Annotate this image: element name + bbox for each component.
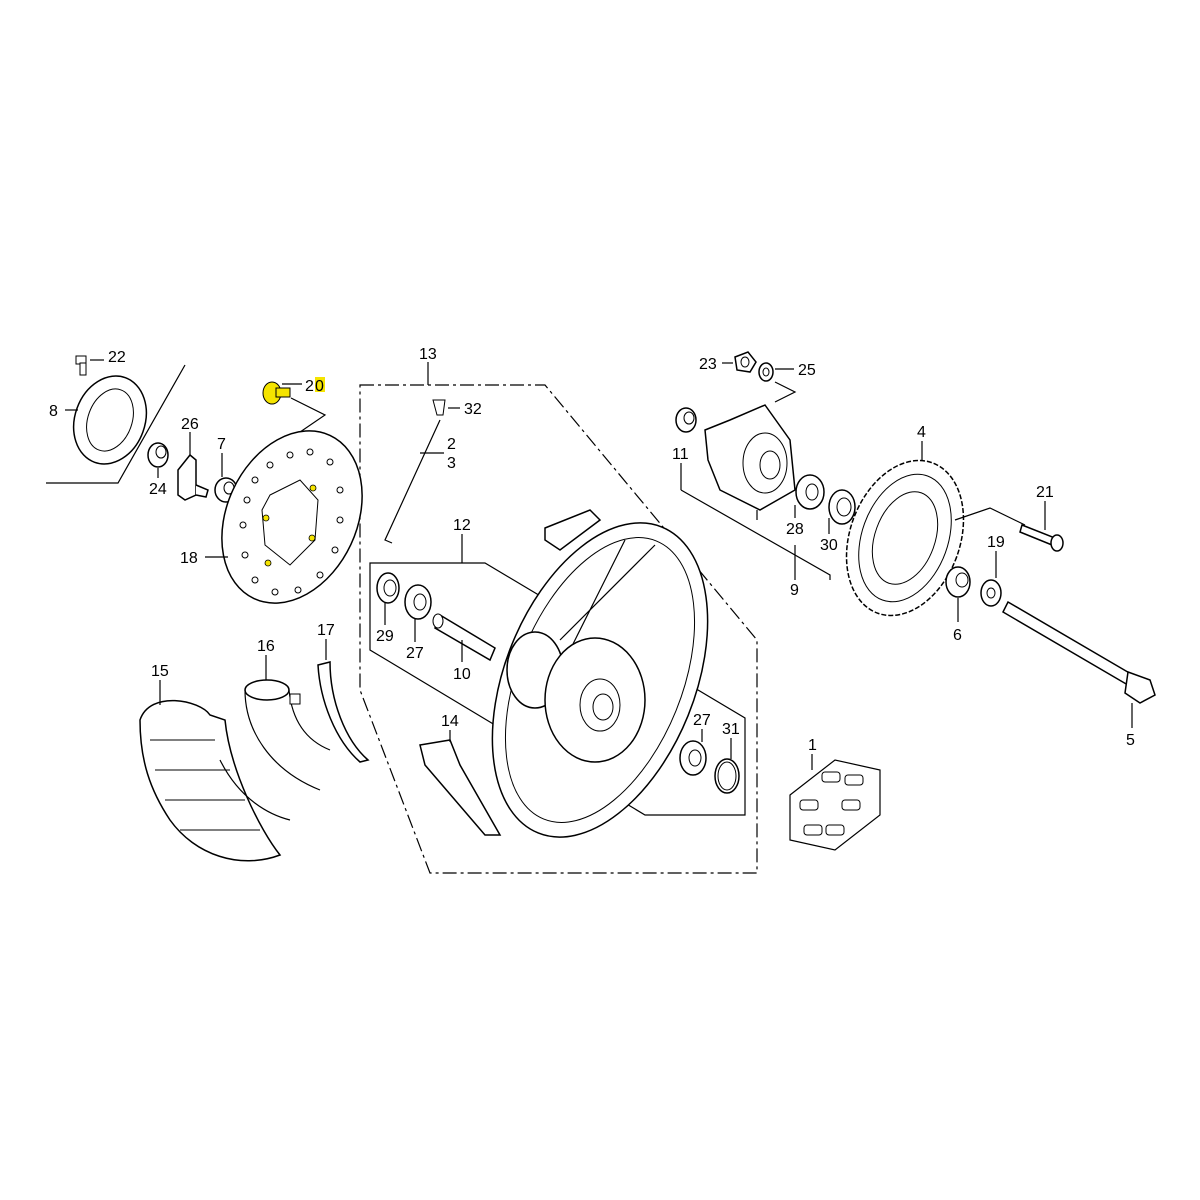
part-24-collar[interactable] bbox=[147, 442, 169, 478]
part-22-bolt[interactable] bbox=[75, 355, 104, 376]
group-frame-hub bbox=[369, 562, 746, 816]
part-29-dust-seal[interactable] bbox=[376, 572, 400, 625]
label-1: 1 bbox=[808, 737, 817, 754]
part-17-rim-band[interactable] bbox=[317, 639, 370, 763]
part-27-bearing-right[interactable] bbox=[679, 729, 707, 776]
part-23-nut[interactable] bbox=[722, 351, 757, 373]
part-21-sprocket-bolt[interactable] bbox=[1019, 501, 1064, 552]
label-18: 18 bbox=[180, 550, 198, 567]
label-7: 7 bbox=[217, 436, 226, 453]
part-13-spoke[interactable] bbox=[384, 362, 460, 544]
label-22: 22 bbox=[108, 349, 126, 366]
label-2: 2 bbox=[447, 436, 456, 453]
label-19: 19 bbox=[987, 534, 1005, 551]
label-17: 17 bbox=[317, 622, 335, 639]
label-26: 26 bbox=[181, 416, 199, 433]
part-18-brake-disc[interactable] bbox=[195, 408, 389, 626]
label-21: 21 bbox=[1036, 484, 1054, 501]
label-15: 15 bbox=[151, 663, 169, 680]
label-11: 11 bbox=[672, 446, 689, 463]
label-24: 24 bbox=[149, 481, 167, 498]
label-12: 12 bbox=[453, 517, 471, 534]
part-7-collar[interactable] bbox=[214, 453, 238, 503]
label-14: 14 bbox=[441, 713, 459, 730]
label-28: 28 bbox=[786, 521, 804, 538]
group-frame-left bbox=[46, 364, 186, 484]
label-27-right: 27 bbox=[693, 712, 711, 729]
part-28-bearing[interactable] bbox=[794, 474, 825, 518]
part-1-balance-weights[interactable] bbox=[789, 754, 881, 851]
part-5-axle[interactable] bbox=[1002, 600, 1156, 728]
label-20-digit-2: 2 bbox=[305, 378, 314, 395]
part-6-side-collar[interactable] bbox=[945, 566, 971, 622]
part-30-dust-seal[interactable] bbox=[828, 489, 856, 534]
group-frame-wheel bbox=[359, 384, 758, 874]
label-10: 10 bbox=[453, 666, 471, 683]
label-20-digit-0: 0 bbox=[315, 378, 324, 395]
part-19-washer[interactable] bbox=[980, 551, 1002, 607]
label-5: 5 bbox=[1126, 732, 1135, 749]
part-10-distance-collar[interactable] bbox=[432, 613, 496, 662]
part-26-bracket[interactable] bbox=[177, 432, 209, 501]
callout-labels: 1 2 3 4 5 6 7 8 9 10 11 12 13 14 15 16 1… bbox=[49, 346, 1135, 754]
label-30: 30 bbox=[820, 537, 838, 554]
label-23: 23 bbox=[699, 356, 717, 373]
label-31: 31 bbox=[722, 721, 740, 738]
label-13: 13 bbox=[419, 346, 437, 363]
wheel-hub[interactable] bbox=[506, 631, 646, 763]
label-6: 6 bbox=[953, 627, 962, 644]
label-29: 29 bbox=[376, 628, 394, 645]
label-3: 3 bbox=[447, 455, 456, 472]
label-8: 8 bbox=[49, 403, 58, 420]
part-11-damper-collar[interactable] bbox=[675, 407, 831, 580]
part-25-washer[interactable] bbox=[758, 362, 797, 403]
label-9: 9 bbox=[790, 582, 799, 599]
part-27-bearing-left[interactable] bbox=[404, 584, 432, 642]
label-20-highlight bbox=[315, 377, 325, 392]
part-8-pulser-ring[interactable] bbox=[62, 366, 159, 475]
label-32: 32 bbox=[464, 401, 482, 418]
label-27-left: 27 bbox=[406, 645, 424, 662]
part-14-rim-band[interactable] bbox=[419, 509, 602, 836]
part-15-tire[interactable] bbox=[139, 680, 291, 862]
part-16-inner-tube[interactable] bbox=[244, 655, 331, 791]
part-9-driven-flange[interactable] bbox=[704, 404, 796, 580]
label-25: 25 bbox=[798, 362, 816, 379]
label-16: 16 bbox=[257, 638, 275, 655]
part-31-o-ring[interactable] bbox=[714, 738, 740, 794]
label-4: 4 bbox=[917, 424, 926, 441]
part-4-sprocket[interactable] bbox=[826, 441, 1026, 632]
